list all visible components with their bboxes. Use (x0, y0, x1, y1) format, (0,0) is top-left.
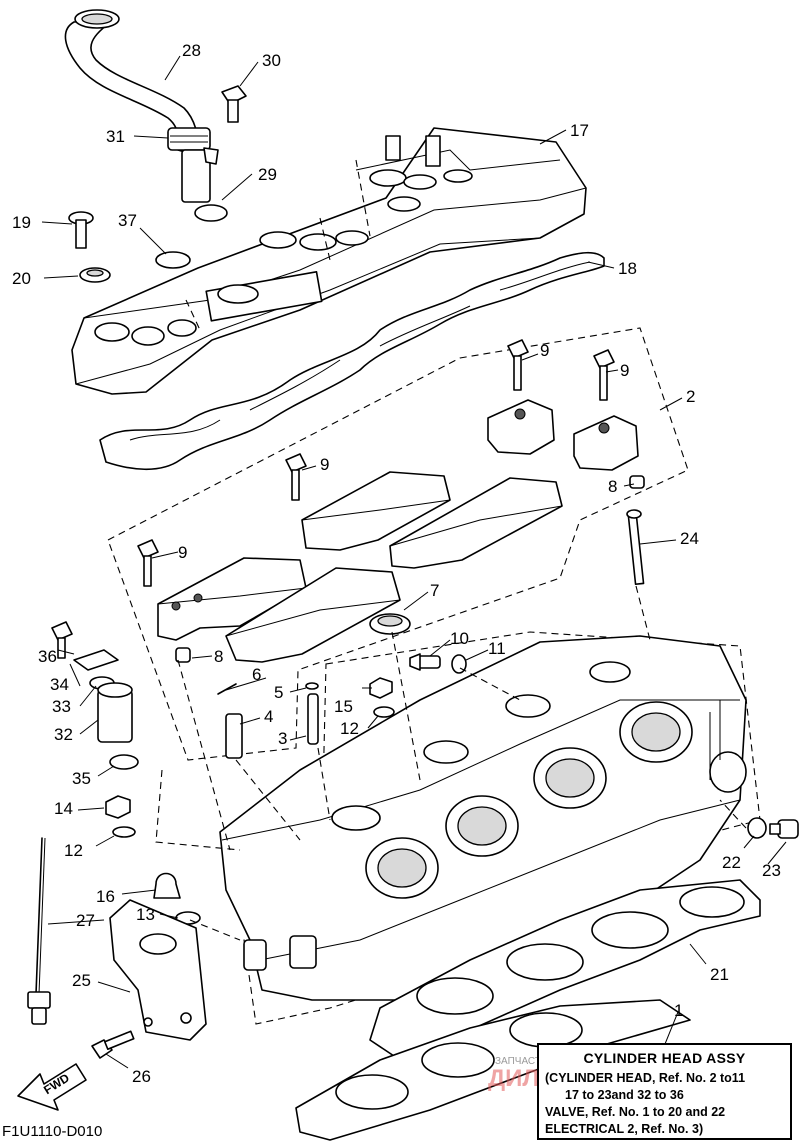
callout-c29: 29 (258, 165, 277, 184)
head-bolt (627, 512, 645, 586)
cam-cap-mid-right (389, 477, 563, 569)
nut (105, 795, 131, 819)
callout-c6: 6 (252, 665, 261, 684)
bracket (109, 899, 207, 1041)
hose-bolt (221, 85, 247, 123)
callout-c2: 2 (686, 387, 695, 406)
callout-c35: 35 (72, 769, 91, 788)
fwd-arrow-icon: FWD (17, 1063, 87, 1111)
callout-c32: 32 (54, 725, 73, 744)
cam-cap-front-left (157, 557, 307, 641)
assembly-title-box: CYLINDER HEAD ASSY (CYLINDER HEAD, Ref. … (537, 1043, 792, 1140)
stud-bolt (51, 621, 73, 659)
reference-lines (155, 159, 747, 941)
cover-grommet (79, 267, 111, 283)
callout-c36: 36 (38, 647, 57, 666)
cam-cap-rear-right (573, 415, 639, 471)
bracket-bolt (91, 1030, 135, 1059)
callout-c8a: 8 (608, 477, 617, 496)
assembly-note: VALVE, Ref. No. 1 to 20 and 22 (545, 1105, 726, 1119)
washer (373, 706, 395, 718)
callout-labels: 1 2 3 4 5 6 7 8 8 9 9 9 9 10 11 12 12 13… (12, 41, 781, 1086)
callout-c4: 4 (264, 707, 273, 726)
cover-bolt (68, 211, 94, 249)
hose-o-ring (194, 204, 228, 222)
cam-cap-front-right (225, 567, 401, 663)
callout-c5: 5 (274, 683, 283, 702)
valve-guide (307, 693, 319, 745)
callout-c16: 16 (96, 887, 115, 906)
callout-c14: 14 (54, 799, 73, 818)
union-bolt (409, 653, 441, 671)
valve-guide-sleeve (225, 713, 243, 759)
washer (112, 826, 136, 838)
sleeve (97, 682, 133, 743)
circlip (305, 682, 319, 690)
callout-c11: 11 (488, 639, 506, 658)
dowel-pin (629, 475, 645, 489)
callout-c19: 19 (12, 213, 31, 232)
callout-c27: 27 (76, 911, 95, 930)
assembly-note: (CYLINDER HEAD, Ref. No. 2 to11 (545, 1071, 746, 1085)
pin (217, 683, 237, 695)
callout-c20: 20 (12, 269, 31, 288)
callout-c7: 7 (430, 581, 439, 600)
callout-c31: 31 (106, 127, 125, 146)
cam-cap-bolt (137, 339, 615, 587)
callout-c24: 24 (680, 529, 699, 548)
o-ring (109, 754, 139, 770)
callout-c10: 10 (450, 629, 469, 648)
callout-c9a: 9 (540, 341, 549, 360)
cable-band (27, 837, 51, 1025)
cap-nut (153, 872, 181, 899)
cam-cap-set-boundary (107, 327, 689, 761)
callout-c34: 34 (50, 675, 69, 694)
callout-c21: 21 (710, 965, 729, 984)
cover-gasket (99, 251, 605, 471)
drain-washer (747, 817, 767, 839)
callout-c9b: 9 (620, 361, 629, 380)
callout-c37: 37 (118, 211, 137, 230)
assembly-note: 17 to 23and 32 to 36 (565, 1088, 684, 1102)
cam-cap-rear-left (487, 399, 555, 455)
callout-c8b: 8 (214, 647, 223, 666)
assembly-notes: (CYLINDER HEAD, Ref. No. 2 to11 17 to 23… (539, 1070, 790, 1138)
callout-c33: 33 (52, 697, 71, 716)
callout-c9d: 9 (178, 543, 187, 562)
metal-gasket (295, 999, 691, 1141)
callout-c30: 30 (262, 51, 281, 70)
callout-c18: 18 (618, 259, 637, 278)
diagram-code: F1U1110-D010 (2, 1123, 102, 1140)
callout-c15: 15 (334, 697, 353, 716)
breather-hose (64, 9, 219, 203)
leader-lines (41, 55, 787, 1077)
cylinder-head-cover (71, 127, 587, 395)
gasket-washer (451, 654, 467, 674)
nut (369, 677, 393, 699)
callout-c1: 1 (674, 1001, 683, 1020)
callout-c12a: 12 (340, 719, 359, 738)
assembly-title: CYLINDER HEAD ASSY (583, 1050, 746, 1066)
callout-c12b: 12 (64, 841, 83, 860)
callout-c28: 28 (182, 41, 201, 60)
callout-c17: 17 (570, 121, 589, 140)
head-gasket (369, 879, 761, 1061)
drain-plug (769, 819, 799, 839)
callout-c26: 26 (132, 1067, 151, 1086)
assembly-note: ELECTRICAL 2, Ref. No. 3) (545, 1122, 704, 1136)
dowel-pin (175, 647, 191, 663)
callout-c23: 23 (762, 861, 781, 880)
intake-port (365, 701, 693, 899)
callout-c22: 22 (722, 853, 741, 872)
callout-c13: 13 (136, 905, 155, 924)
cam-cap-mid-left (301, 471, 451, 551)
callout-c9c: 9 (320, 455, 329, 474)
plate (73, 649, 119, 671)
cover-cap (155, 251, 191, 269)
callout-c3: 3 (278, 729, 287, 748)
plug (369, 613, 411, 635)
callout-c25: 25 (72, 971, 91, 990)
